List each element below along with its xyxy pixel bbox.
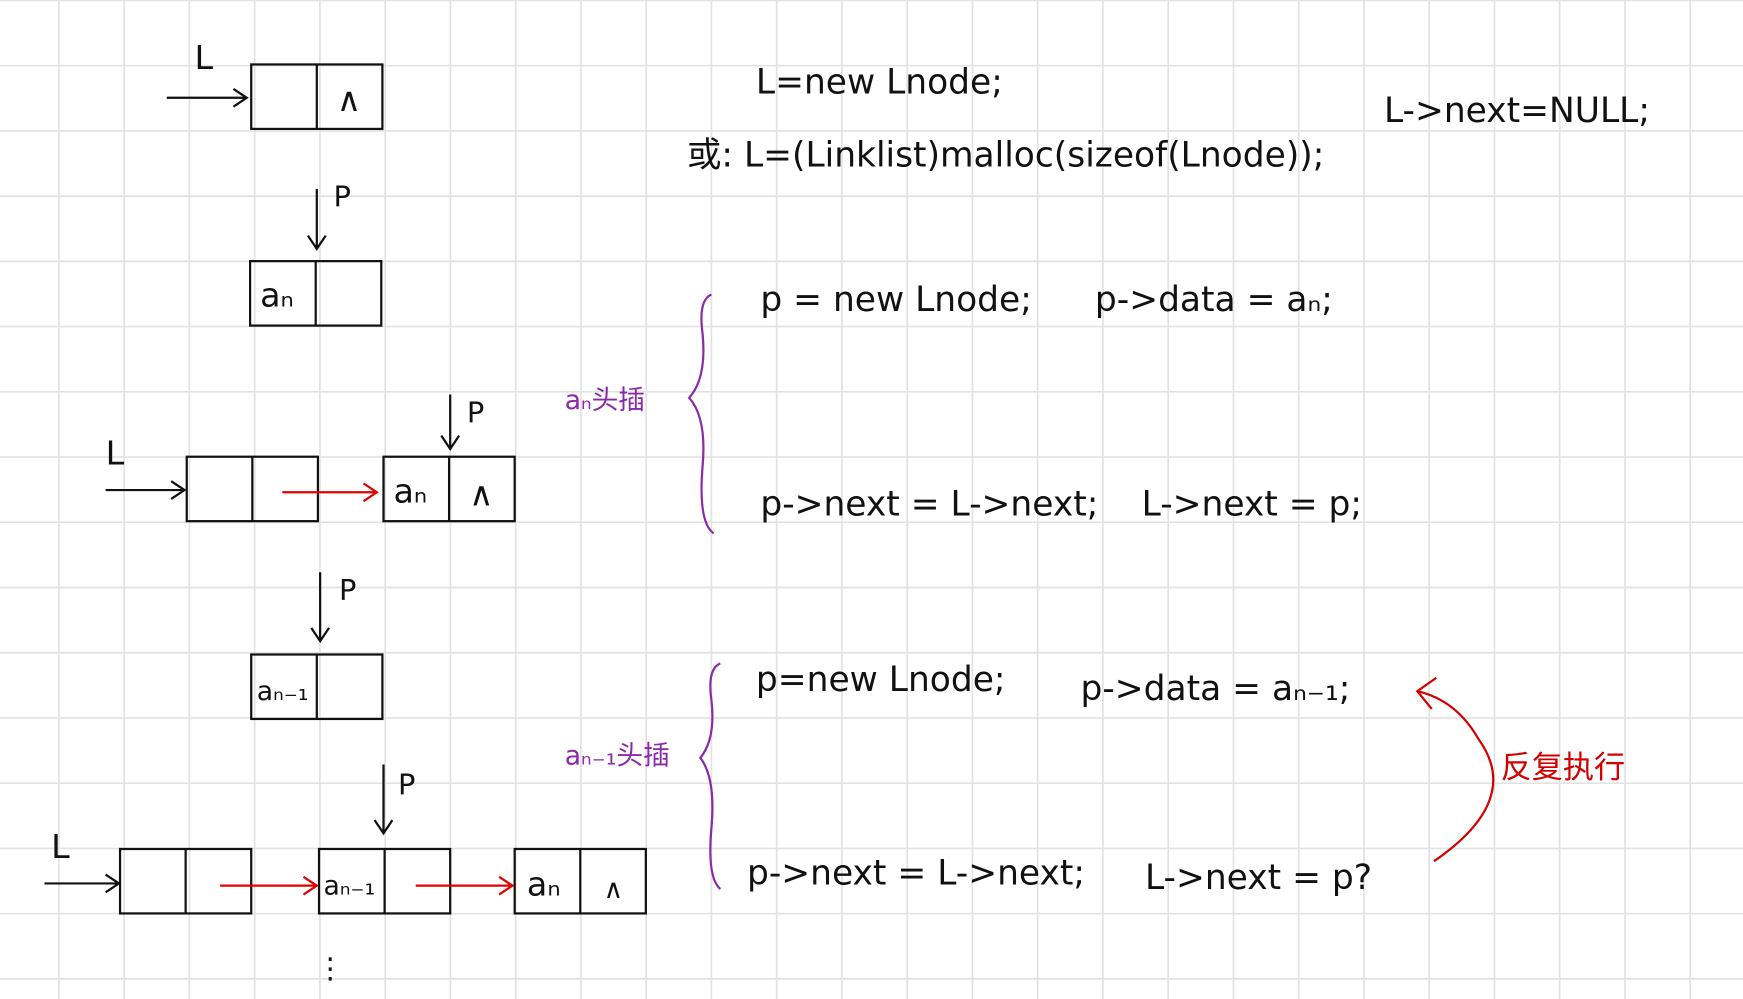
code-init-next: L->next=NULL;	[1384, 91, 1650, 131]
head-label: L	[195, 38, 214, 77]
code-step2-head: L->next = p?	[1145, 858, 1372, 898]
node-data-an: aₙ	[394, 471, 428, 510]
code-step1-data: p->data = aₙ;	[1095, 280, 1333, 320]
code-step2-data: p->data = aₙ₋₁;	[1080, 669, 1350, 709]
pointer-label: P	[333, 180, 350, 214]
repeat-label: 反复执行	[1501, 750, 1625, 786]
step1-label: aₙ头插	[565, 385, 645, 416]
head-label: L	[51, 827, 70, 866]
code-init-new: L=new Lnode;	[756, 62, 1003, 102]
head-node-initial: L ∧	[166, 38, 384, 131]
null-symbol: ∧	[604, 874, 624, 905]
next-arrow-icon	[220, 875, 319, 896]
null-symbol: ∧	[337, 80, 361, 119]
node-an1-new: P aₙ₋₁	[250, 572, 384, 721]
repeat-arrow-icon	[1415, 676, 1495, 863]
code-step2-link: p->next = L->next;	[747, 854, 1085, 894]
head-arrow-icon	[105, 480, 187, 500]
step2-label: aₙ₋₁头插	[565, 741, 670, 772]
brace-icon	[687, 293, 715, 535]
code-step1-head: L->next = p;	[1142, 485, 1362, 525]
next-arrow-icon	[415, 875, 515, 896]
continuation-dots: ⋮	[316, 951, 345, 985]
null-symbol: ∧	[469, 475, 493, 514]
next-arrow-icon	[282, 482, 379, 503]
brace-icon	[698, 662, 722, 890]
list-after-an: L aₙ ∧ P	[105, 394, 516, 523]
pointer-arrow-icon	[306, 188, 327, 251]
code-init-malloc: 或: L=(Linklist)malloc(sizeof(Lnode));	[687, 136, 1324, 176]
pointer-label: P	[339, 573, 356, 607]
pointer-arrow-icon	[373, 764, 394, 836]
code-step2-new: p=new Lnode;	[756, 660, 1006, 700]
head-arrow-icon	[44, 873, 121, 894]
node-an-new: P aₙ	[249, 180, 383, 327]
code-notes: L=new Lnode; 或: L=(Linklist)malloc(sizeo…	[565, 62, 1650, 898]
node-data-an: aₙ	[260, 276, 294, 315]
list-after-an1: L aₙ₋₁ aₙ ∧ P ⋮	[44, 764, 647, 985]
head-arrow-icon	[166, 87, 249, 108]
pointer-label: P	[398, 768, 415, 802]
pointer-arrow-icon	[440, 394, 461, 451]
node-data-an: aₙ	[527, 865, 561, 904]
code-step1-link: p->next = L->next;	[760, 485, 1098, 525]
code-step1-new: p = new Lnode;	[760, 280, 1032, 320]
node-data-an1: aₙ₋₁	[257, 676, 309, 707]
pointer-arrow-icon	[310, 572, 330, 644]
pointer-label: P	[467, 395, 484, 429]
head-label: L	[106, 434, 125, 473]
node-data-an1: aₙ₋₁	[323, 871, 375, 902]
